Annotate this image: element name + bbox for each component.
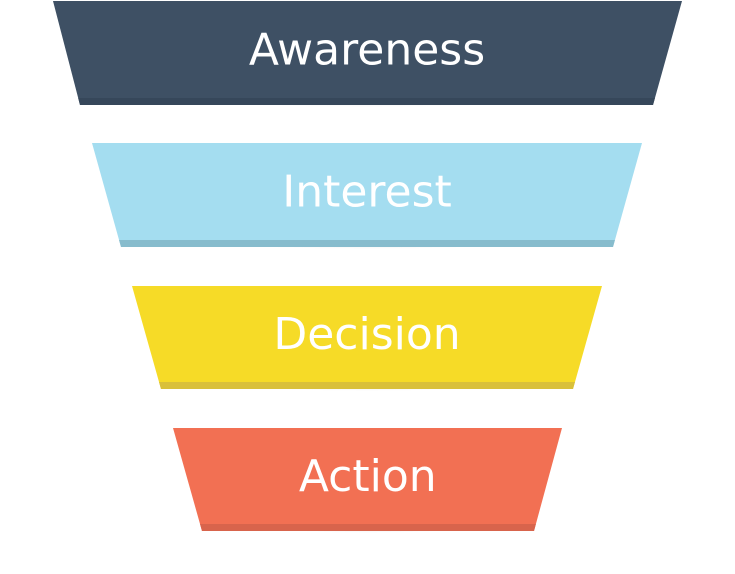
stage-label: Action — [299, 451, 437, 502]
stage-bevel — [159, 382, 575, 389]
stage-label: Decision — [273, 309, 460, 360]
funnel-stage-awareness: Awareness — [53, 1, 682, 131]
funnel-stage-interest: Interest — [92, 143, 642, 273]
stage-bevel — [200, 524, 536, 531]
funnel-stage-decision: Decision — [132, 286, 602, 415]
stage-shape — [92, 143, 642, 247]
stage-label: Interest — [282, 167, 452, 218]
stage-shape — [132, 286, 602, 389]
stage-label: Awareness — [249, 25, 485, 76]
stage-shape — [53, 1, 682, 105]
stage-bevel — [78, 98, 655, 105]
stage-bevel — [119, 240, 615, 247]
stage-shape — [173, 428, 562, 531]
funnel-stage-action: Action — [173, 428, 562, 557]
